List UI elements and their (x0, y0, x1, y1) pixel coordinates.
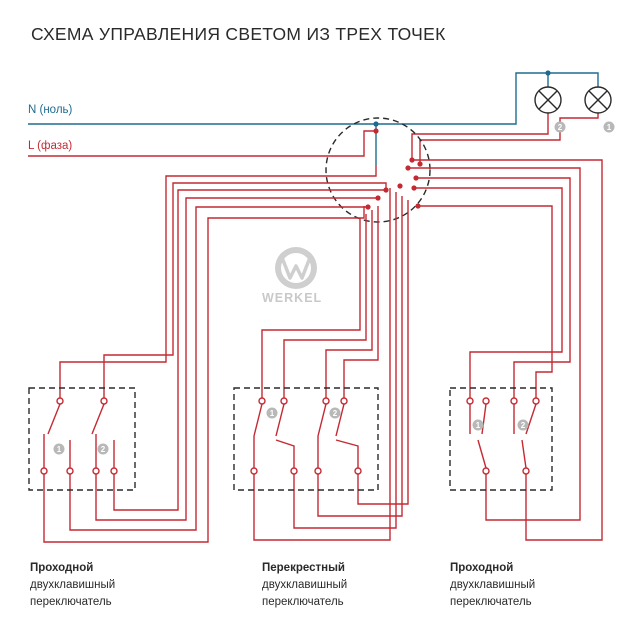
logo-text: WERKEL (262, 291, 323, 305)
caption-line: двухклавишный (450, 579, 536, 591)
caption-title: Перекрестный (262, 562, 345, 574)
key-number: 2 (521, 421, 526, 430)
switch-contacts-right (466, 397, 540, 475)
caption-line: переключатель (262, 596, 344, 608)
key-number: 2 (333, 409, 338, 418)
lamp-number: 1 (607, 123, 612, 132)
key-number: 1 (57, 445, 62, 454)
caption-line: переключатель (450, 596, 532, 608)
caption-right: Проходной двухклавишный переключатель (450, 560, 535, 611)
key-badge: 1 (472, 419, 484, 431)
caption-line: двухклавишный (262, 579, 348, 591)
caption-line: двухклавишный (30, 579, 116, 591)
key-number: 1 (270, 409, 275, 418)
key-number: 1 (476, 421, 481, 430)
key-number: 2 (101, 445, 106, 454)
lamp-number: 2 (558, 123, 563, 132)
key-badge: 1 (266, 407, 278, 419)
caption-left: Проходной двухклавишный переключатель (30, 560, 115, 611)
key-badge: 2 (329, 407, 341, 419)
wire-junctions (365, 128, 423, 210)
caption-title: Проходной (30, 562, 94, 574)
neutral-wire (28, 72, 599, 166)
switch-box-left (28, 387, 136, 491)
key-badge: 2 (517, 419, 529, 431)
phase-label: L (фаза) (28, 140, 73, 152)
phase-wire (28, 130, 376, 157)
caption-line: переключатель (30, 596, 112, 608)
key-badge: 1 (53, 443, 65, 455)
switch-wires (43, 159, 603, 543)
switch-box-middle (233, 387, 379, 491)
lamp-2 (534, 86, 562, 114)
neutral-label: N (ноль) (28, 104, 73, 116)
lamp-number-badge: 1 (603, 121, 615, 133)
switch-contacts-middle (250, 397, 362, 475)
diagram-title: СХЕМА УПРАВЛЕНИЯ СВЕТОМ ИЗ ТРЕХ ТОЧЕК (31, 24, 446, 44)
lamp-number-badge: 2 (554, 121, 566, 133)
key-badge: 2 (97, 443, 109, 455)
switch-contacts-left (40, 397, 118, 475)
neutral-junction (545, 70, 551, 76)
lamp-1 (584, 86, 612, 114)
caption-title: Проходной (450, 562, 514, 574)
neutral-junction (373, 121, 379, 127)
switch-box-right (449, 387, 553, 491)
caption-middle: Перекрестный двухклавишный переключатель (262, 560, 347, 611)
lamp-leads (411, 113, 599, 164)
werkel-logo-icon (275, 247, 317, 289)
